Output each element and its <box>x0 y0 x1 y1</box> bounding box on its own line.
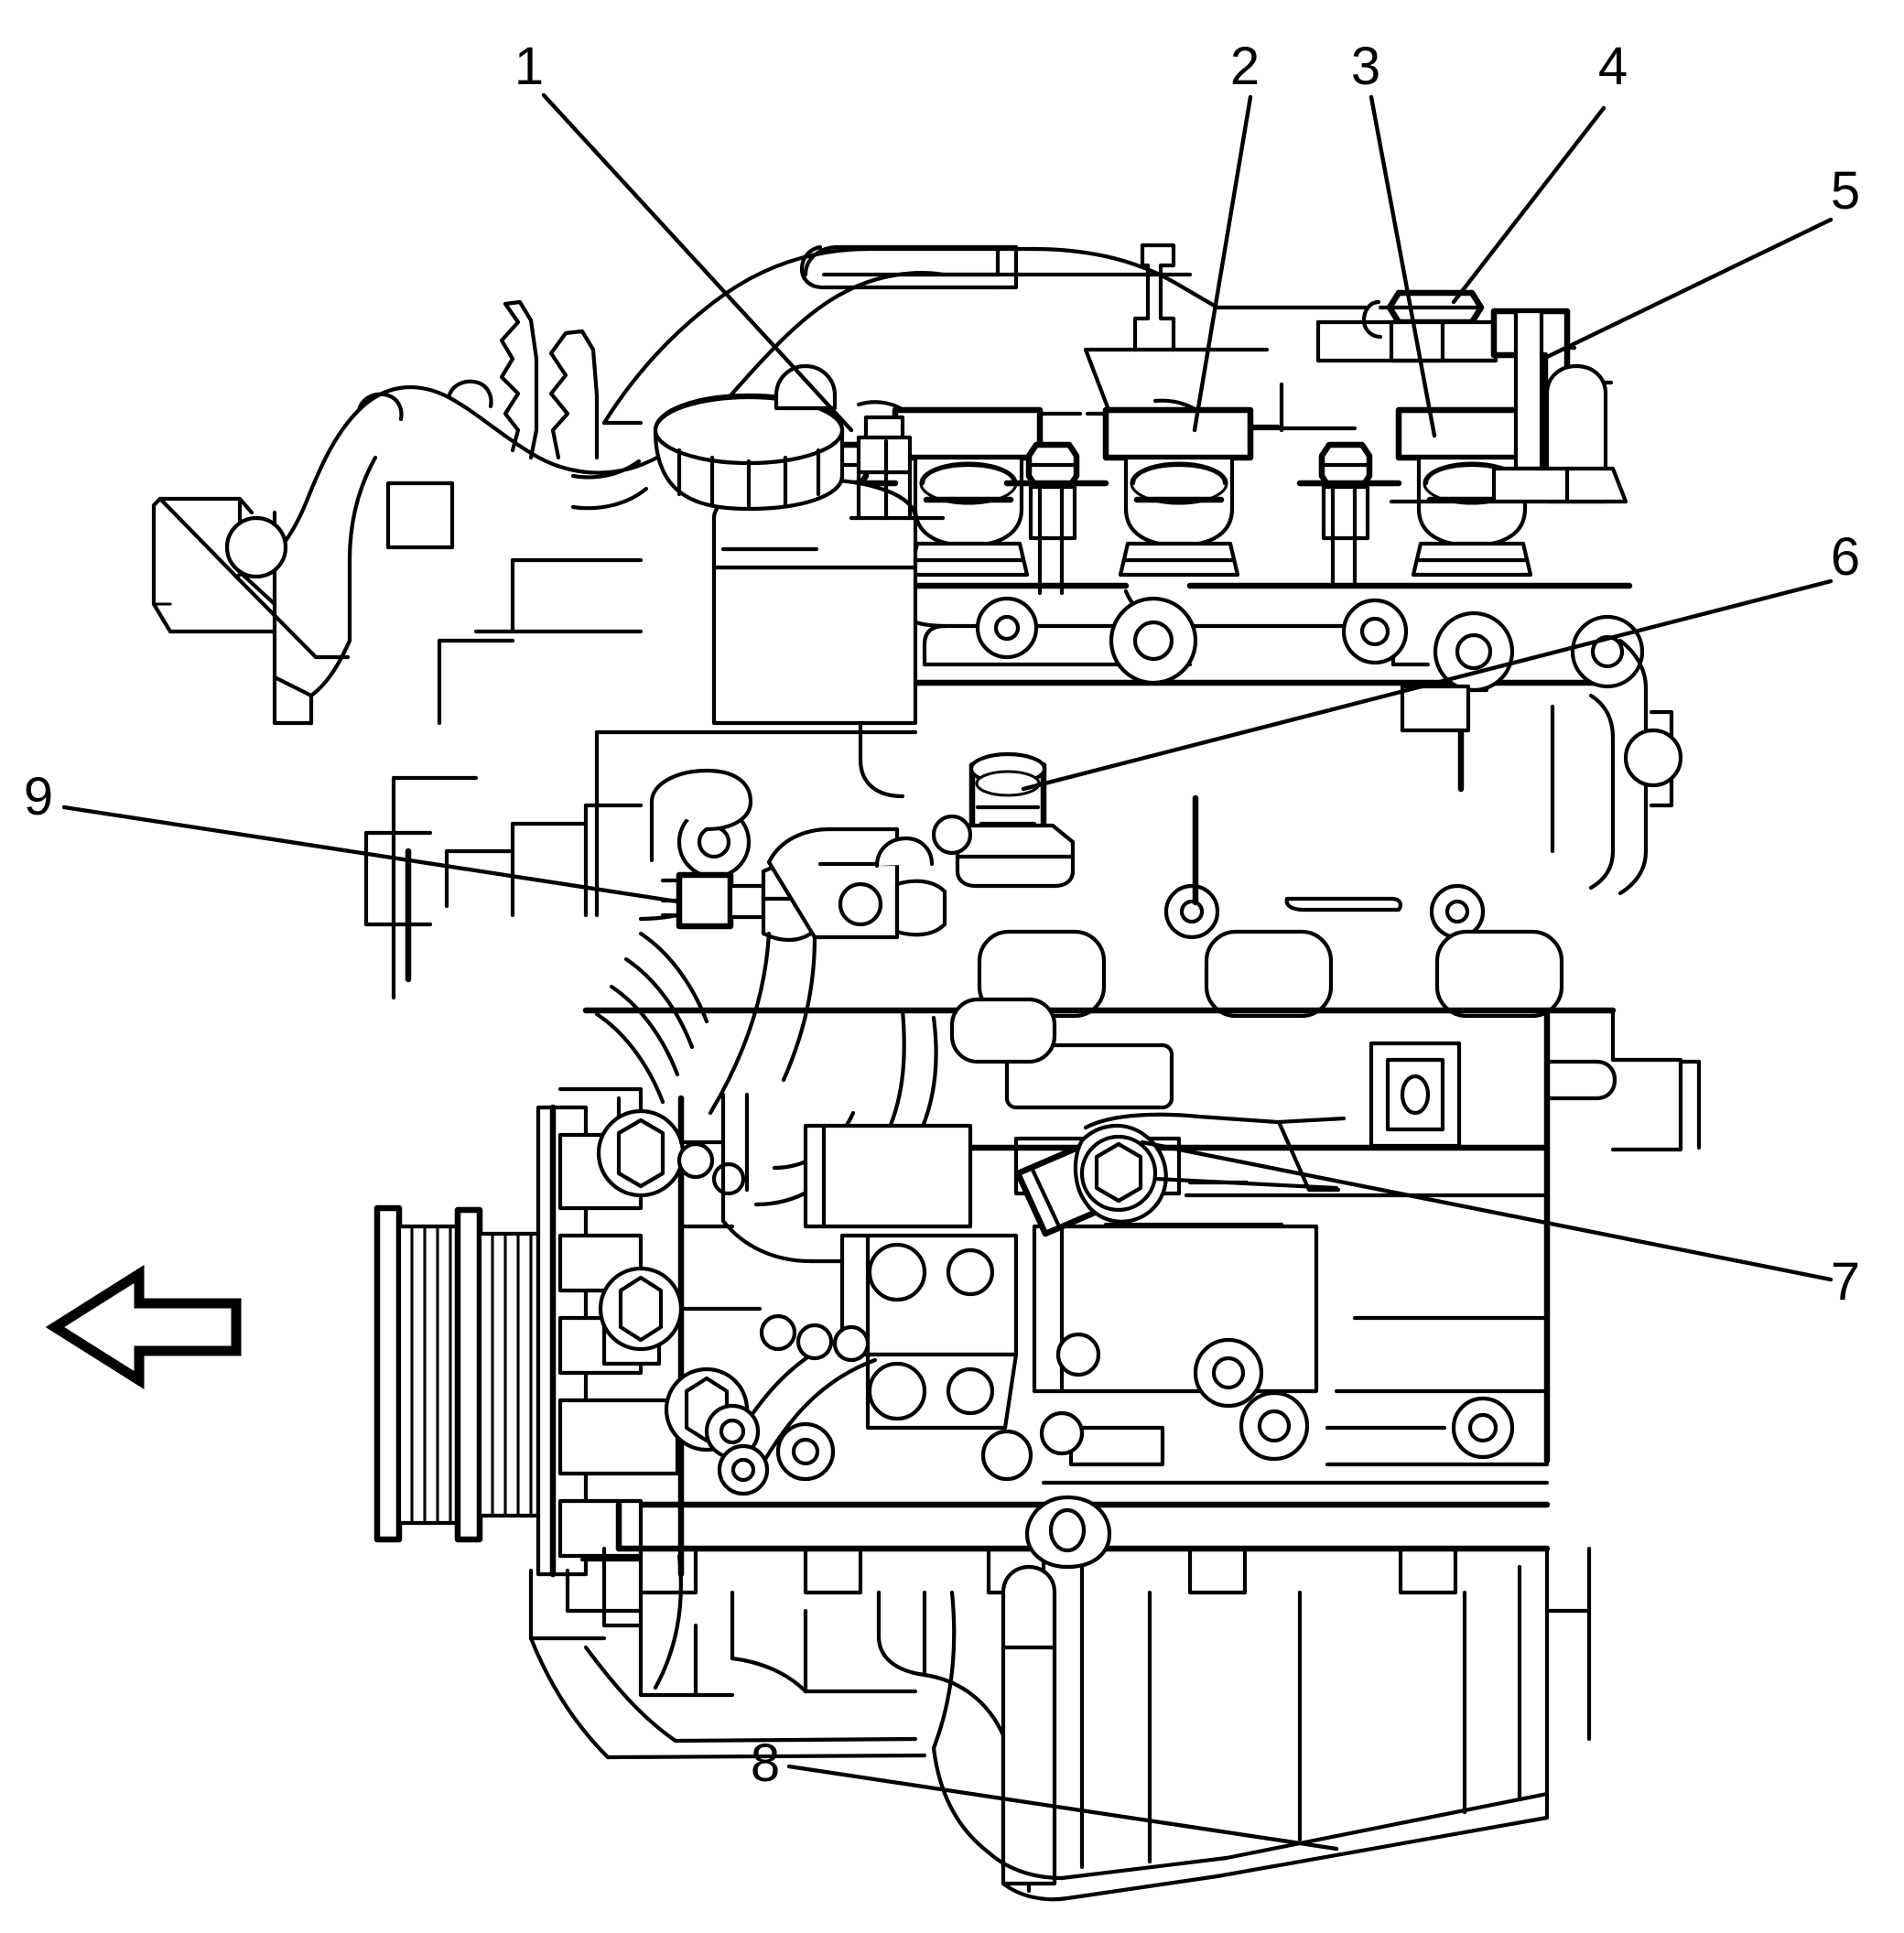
block-boss-4 <box>1451 1396 1515 1460</box>
crankshaft-pulley <box>373 1204 541 1543</box>
oil-fill-cap <box>653 363 845 512</box>
callout-label-1: 1 <box>514 37 544 96</box>
coil-bracket-bolt <box>1315 289 1498 363</box>
callout-label-5: 5 <box>1831 161 1860 221</box>
callout-leaders <box>61 92 1834 1852</box>
callout-label-2: 2 <box>1230 37 1260 96</box>
head-bolt-f <box>1163 883 1220 940</box>
callout-label-9: 9 <box>24 767 53 826</box>
callout-label-7: 7 <box>1831 1252 1860 1312</box>
head-bolt-c <box>1433 610 1515 693</box>
front-of-vehicle-arrow <box>45 1265 242 1389</box>
intake-manifold-group <box>151 271 1193 726</box>
knock-sensor <box>1014 1112 1347 1237</box>
coil-3-bolt <box>1296 441 1402 589</box>
ignition-coil-2 <box>1102 406 1254 578</box>
block-skirt-left <box>528 1568 927 1760</box>
callout-label-6: 6 <box>1831 527 1860 587</box>
block-boss-3 <box>1239 1390 1310 1462</box>
callout-labels: 1 2 3 4 5 6 7 8 9 <box>24 37 1860 1793</box>
head-bolt-b <box>1341 598 1409 665</box>
coil-2-bolt <box>1003 441 1109 596</box>
ignition-coil-1 <box>892 406 1044 578</box>
engine-harness-bracket <box>1389 308 1628 504</box>
callout-label-4: 4 <box>1598 37 1628 96</box>
block-boss-1 <box>1193 1337 1264 1409</box>
water-pump-bolts <box>596 1108 750 1452</box>
front-cover-group <box>363 363 1085 1578</box>
head-bolt-g <box>1429 883 1486 940</box>
head-bolt-e <box>975 596 1039 660</box>
oil-pan-group <box>601 1495 1592 1902</box>
cylinder-head-group <box>857 582 1683 1019</box>
spark-plug-tube-port <box>931 751 1076 889</box>
block-boss-2 <box>1055 1332 1101 1377</box>
callout-label-3: 3 <box>1351 37 1380 96</box>
head-bolt-a <box>1109 596 1198 686</box>
callout-label-8: 8 <box>751 1733 780 1793</box>
